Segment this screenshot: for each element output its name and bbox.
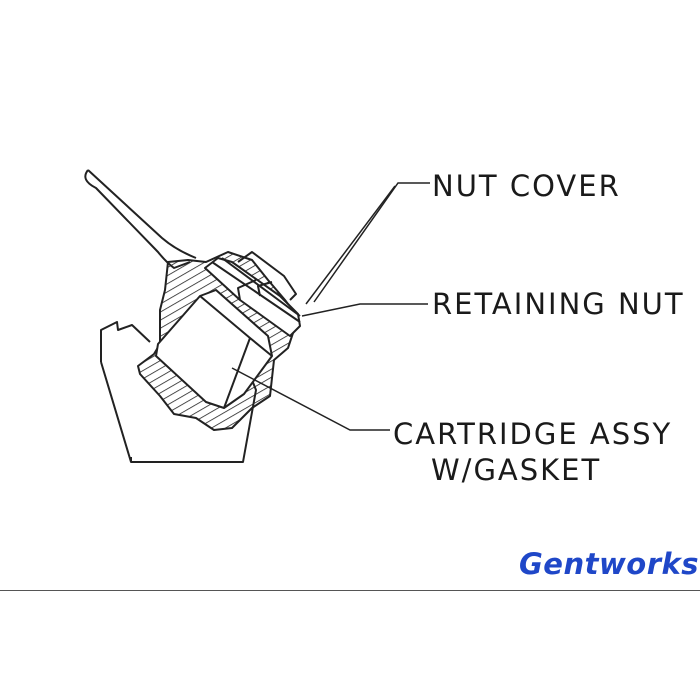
- nut-cover-label: NUT COVER: [432, 169, 621, 203]
- brand-logo: Gentworks: [519, 547, 700, 581]
- gasket-label: W/GASKET: [431, 453, 602, 487]
- nut-assembly: [204, 251, 301, 337]
- divider: [0, 590, 700, 591]
- handle: [84, 169, 197, 269]
- cartridge-assy-label: CARTRIDGE ASSY: [393, 417, 673, 451]
- leader-lines: [231, 182, 430, 431]
- retaining-nut-label: RETAINING NUT: [432, 287, 685, 321]
- cartridge: [155, 289, 273, 409]
